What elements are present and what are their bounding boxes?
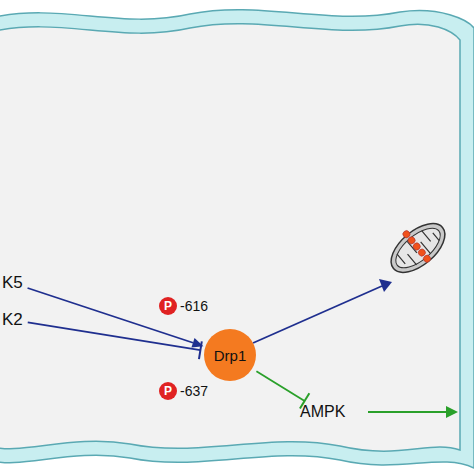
connector — [28, 322, 202, 359]
phospho-site-label: -637 — [180, 383, 208, 399]
connector — [256, 371, 309, 408]
cell-membrane — [0, 10, 474, 468]
node-text: K2 — [2, 310, 23, 330]
ampk-output-line — [368, 411, 448, 413]
phospho-badge: P — [159, 382, 177, 400]
ampk-output-arrowhead — [446, 406, 458, 418]
connector — [28, 288, 204, 347]
fission-arrowhead — [379, 279, 392, 292]
cell-interior — [0, 24, 460, 451]
node-text: Drp1 — [214, 347, 247, 364]
fission-arrow-line — [253, 286, 382, 343]
phospho-badge: P — [159, 297, 177, 315]
ampk-label: AMPK — [300, 403, 345, 421]
mitochondrion — [380, 211, 454, 282]
kinase-label: K5 — [2, 273, 23, 293]
kinase-label: K2 — [2, 310, 23, 330]
node-text: K5 — [2, 273, 23, 293]
drp1-circle: Drp1 — [204, 329, 256, 381]
phospho-site-label: -616 — [180, 298, 208, 314]
node-text: AMPK — [300, 403, 345, 421]
